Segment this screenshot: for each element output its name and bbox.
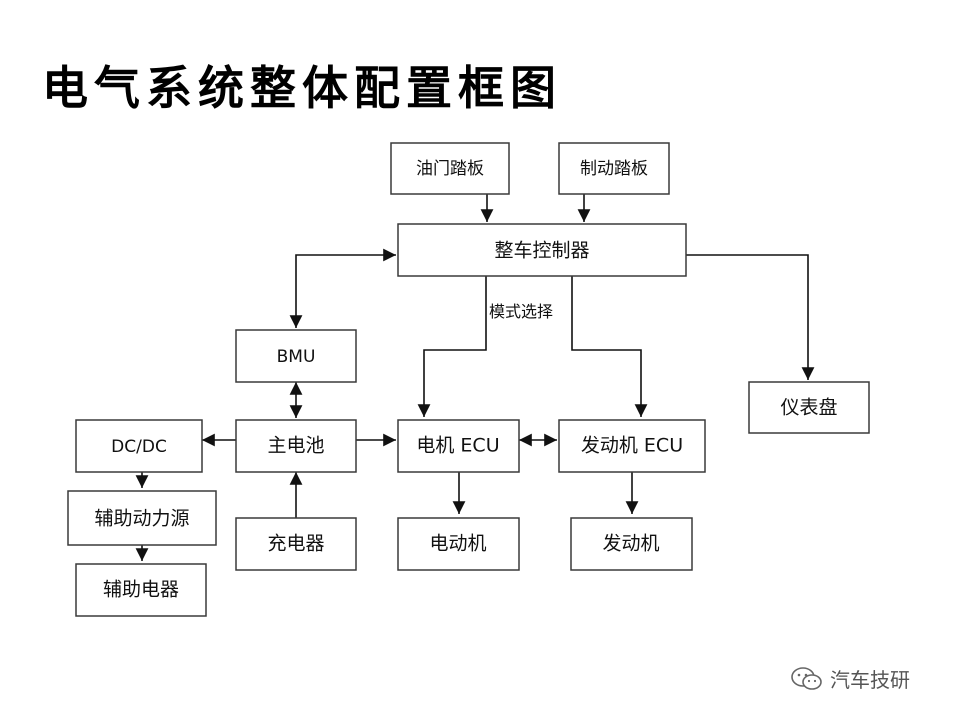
edge-vcu-engine-ecu bbox=[571, 276, 648, 417]
node-label: 油门踏板 bbox=[416, 159, 484, 179]
node-label: 仪表盘 bbox=[780, 397, 837, 419]
node-label: DC/DC bbox=[111, 437, 167, 457]
node-label: 制动踏板 bbox=[580, 159, 648, 179]
node-aux-appliance: 辅助电器 bbox=[75, 563, 207, 617]
node-motor: 电动机 bbox=[397, 517, 520, 571]
node-label: 电动机 bbox=[429, 533, 486, 555]
watermark-text: 汽车技研 bbox=[830, 668, 910, 692]
page-title: 电气系统整体配置框图 bbox=[42, 61, 562, 115]
node-label: 电机 ECU bbox=[416, 435, 499, 457]
node-brake-pedal: 制动踏板 bbox=[558, 142, 670, 195]
node-charger: 充电器 bbox=[235, 517, 357, 571]
node-aux-power-source: 辅助动力源 bbox=[67, 490, 217, 546]
edge-vcu-dashboard bbox=[686, 254, 815, 380]
node-motor-ecu: 电机 ECU bbox=[397, 419, 520, 473]
node-label: BMU bbox=[277, 347, 316, 367]
node-label: 发动机 ECU bbox=[581, 435, 683, 457]
edge-vcu-motor-ecu bbox=[417, 276, 487, 417]
node-engine-ecu: 发动机 ECU bbox=[558, 419, 706, 473]
watermark: 汽车技研 bbox=[790, 664, 910, 693]
node-label: 辅助动力源 bbox=[94, 508, 189, 530]
node-bmu: BMU bbox=[235, 329, 357, 383]
wechat-icon bbox=[790, 666, 824, 692]
node-main-battery: 主电池 bbox=[235, 419, 357, 473]
edges bbox=[135, 194, 815, 561]
node-label: 主电池 bbox=[267, 435, 324, 457]
edge-vcu-bmu bbox=[289, 248, 396, 328]
node-dashboard: 仪表盘 bbox=[748, 381, 870, 434]
node-label: 整车控制器 bbox=[494, 240, 589, 262]
node-engine: 发动机 bbox=[570, 517, 693, 571]
node-throttle-pedal: 油门踏板 bbox=[390, 142, 510, 195]
node-dcdc: DC/DC bbox=[75, 419, 203, 473]
node-label: 充电器 bbox=[267, 533, 324, 555]
edge-label-mode-select: 模式选择 bbox=[489, 302, 553, 321]
node-label: 辅助电器 bbox=[103, 579, 179, 601]
node-vehicle-controller: 整车控制器 bbox=[397, 223, 687, 277]
node-label: 发动机 bbox=[602, 533, 659, 555]
